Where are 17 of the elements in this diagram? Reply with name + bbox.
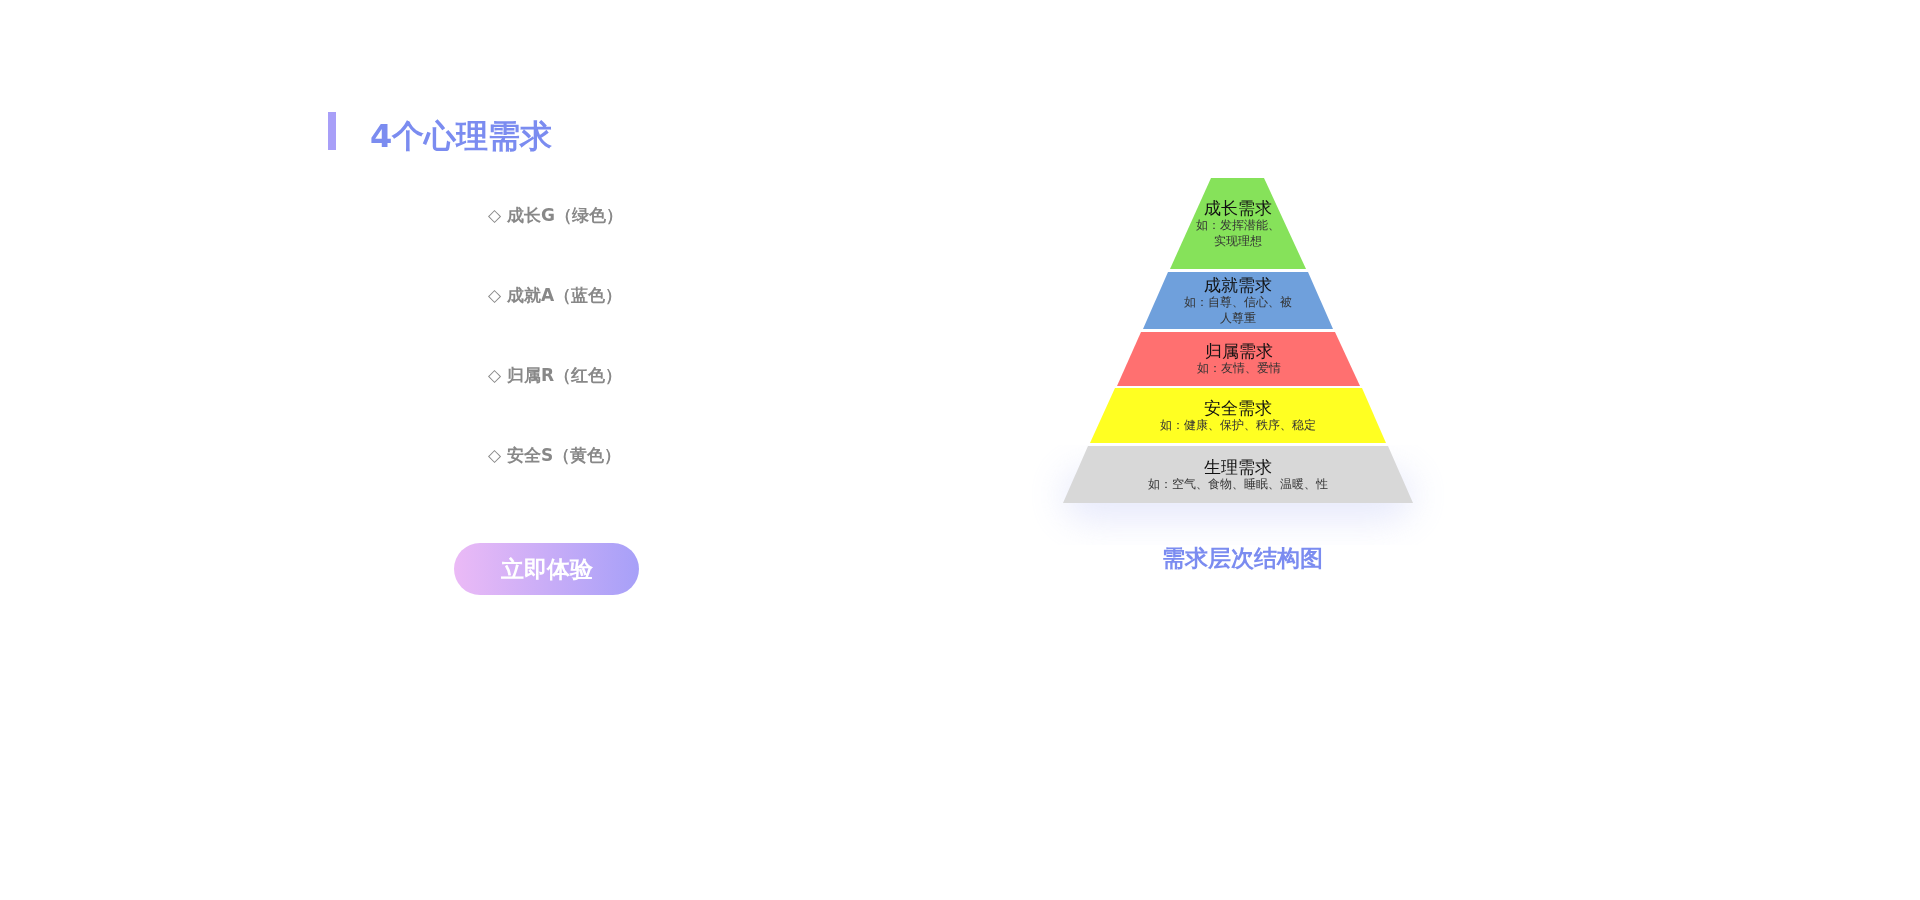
- need-list-item: ◇ 成长G（绿色）: [488, 204, 623, 227]
- need-list-item: ◇ 归属R（红色）: [488, 364, 623, 387]
- need-list-item: ◇ 成就A（蓝色）: [488, 284, 623, 307]
- level-title: 生理需求: [1204, 456, 1272, 477]
- level-title: 归属需求: [1204, 341, 1273, 362]
- need-list-item: ◇ 安全S（黄色）: [488, 444, 622, 467]
- level-title: 成长需求: [1204, 197, 1272, 219]
- level-examples: 如：空气、食物、睡眠、温暖、性: [1148, 476, 1328, 493]
- section-title: 4个心理需求: [370, 116, 553, 157]
- level-examples: 如：发挥潜能、实现理想: [1195, 218, 1281, 250]
- level-examples: 如：自尊、信心、被人尊重: [1183, 295, 1293, 327]
- level-examples: 如：友情、爱情: [1196, 361, 1281, 377]
- level-title: 成就需求: [1204, 274, 1272, 296]
- try-now-button: 立即体验: [454, 543, 639, 595]
- level-examples: 如：健康、保护、秩序、稳定: [1160, 417, 1316, 434]
- level-title: 安全需求: [1204, 397, 1272, 418]
- diagram-caption: 需求层次结构图: [1160, 544, 1324, 573]
